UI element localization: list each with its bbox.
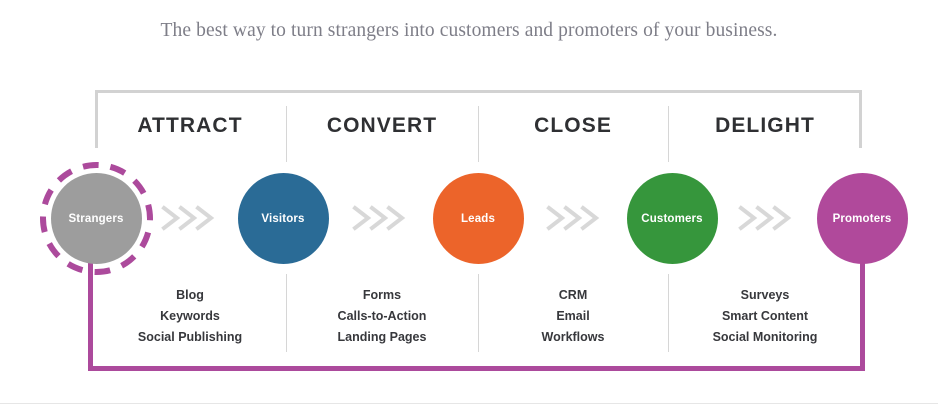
tactic-item: Social Publishing: [137, 330, 243, 344]
tactic-item: Calls-to-Action: [337, 309, 427, 323]
tactic-item: Smart Content: [721, 309, 809, 323]
node-label: Strangers: [68, 212, 124, 225]
tactic-item: Forms: [362, 288, 402, 302]
page-title: The best way to turn strangers into cust…: [160, 20, 778, 41]
tactic-item: Landing Pages: [337, 330, 427, 344]
node-strangers[interactable]: Strangers: [50, 173, 142, 264]
stage-header-convert: CONVERT: [326, 114, 438, 137]
node-customers[interactable]: Customers: [626, 173, 718, 264]
chevrons-strangers-to-visitors-icon: [160, 203, 219, 233]
tactic-item: Surveys: [740, 288, 790, 302]
chevrons-customers-to-promoters-icon: [738, 203, 796, 233]
node-label: Leads: [461, 212, 495, 225]
stage-header-bracket: [95, 90, 862, 148]
node-leads[interactable]: Leads: [432, 173, 524, 264]
tactic-item: CRM: [558, 288, 588, 302]
stage-header-close: CLOSE: [534, 114, 612, 137]
tactic-item: Email: [556, 309, 590, 323]
footer-divider: [0, 403, 938, 404]
tactic-item: Keywords: [160, 309, 220, 323]
tactic-item: Blog: [176, 288, 204, 302]
column-divider-top-3: [668, 106, 669, 162]
column-divider-top-2: [478, 106, 479, 162]
column-divider-bottom-3: [668, 274, 669, 352]
node-label: Customers: [641, 212, 703, 225]
column-divider-top-1: [286, 106, 287, 162]
node-label: Visitors: [261, 212, 305, 225]
column-divider-bottom-2: [478, 274, 479, 352]
node-label: Promoters: [832, 212, 892, 225]
column-divider-bottom-1: [286, 274, 287, 352]
tactic-item: Social Monitoring: [712, 330, 818, 344]
strangers-dashed-ring: [38, 160, 155, 277]
chevrons-leads-to-customers-icon: [546, 203, 604, 233]
node-promoters[interactable]: Promoters: [816, 173, 908, 264]
lifecycle-bracket: [88, 215, 865, 371]
stage-header-attract: ATTRACT: [137, 114, 243, 137]
stage-header-delight: DELIGHT: [715, 114, 815, 137]
node-visitors[interactable]: Visitors: [237, 173, 329, 264]
tactic-item: Workflows: [541, 330, 605, 344]
chevrons-visitors-to-leads-icon: [351, 203, 410, 233]
